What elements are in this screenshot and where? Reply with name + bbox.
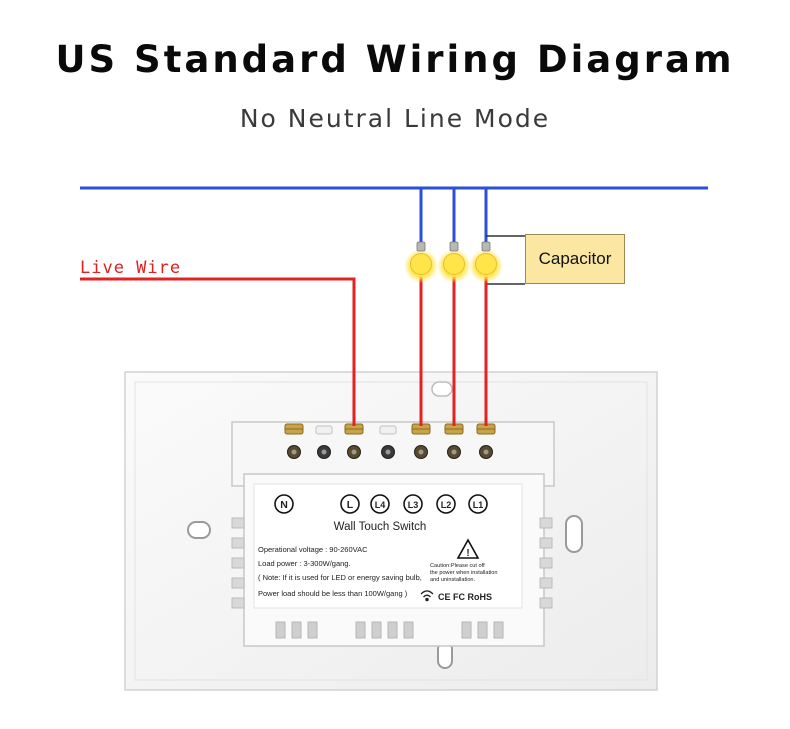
diagram-title: US Standard Wiring Diagram (55, 38, 735, 81)
switch-label: N L L4 L3 L2 L1 Wall Touch Switch Operational… (258, 494, 497, 602)
caution-line-1: Caution:Please cut off (430, 563, 485, 569)
spec-note-1: ( Note: If it is used for LED or energy … (258, 573, 422, 582)
terminal-screw (315, 425, 333, 459)
switch-module (231, 421, 555, 647)
terminal-screw (476, 423, 496, 459)
mounting-slot-top (431, 381, 453, 397)
caution-line-3: and uninstallation. (430, 577, 476, 583)
terminal-badge-l2: L2 (436, 494, 456, 514)
terminal-label: L (347, 499, 354, 511)
caution-line-2: the power when installation (430, 570, 497, 576)
terminal-label: L2 (441, 500, 452, 510)
neutral-wiring (80, 186, 708, 244)
terminal-screw (284, 423, 304, 459)
cert-marks: CE FC RoHS (438, 592, 492, 602)
bulb-2 (437, 241, 471, 283)
live-wiring (80, 270, 488, 426)
capacitor-label: Capacitor (538, 249, 612, 268)
svg-text:!: ! (466, 548, 469, 559)
terminal-label: N (280, 499, 288, 511)
live-wire-label: Live Wire (80, 258, 182, 278)
terminal-label: L1 (473, 500, 484, 510)
terminal-screw (379, 425, 397, 459)
spec-note-2: Power load should be less than 100W/gang… (258, 589, 408, 598)
terminal-badge-l3: L3 (403, 494, 423, 514)
bulb-1 (404, 241, 438, 283)
terminal-label: L3 (408, 500, 419, 510)
terminal-badge-n: N (274, 494, 294, 514)
light-bulbs (404, 241, 503, 283)
terminal-screw (444, 423, 464, 459)
switch-name: Wall Touch Switch (334, 521, 427, 533)
bulb-3 (469, 241, 503, 283)
terminal-badge-l: L (340, 494, 360, 514)
terminal-screw (411, 423, 431, 459)
terminal-badge-l4: L4 (370, 494, 390, 514)
terminal-label: L4 (375, 500, 386, 510)
wifi-icon (420, 590, 434, 602)
terminal-badge-l1: L1 (468, 494, 488, 514)
capacitor-leads (486, 235, 525, 285)
spec-load: Load power : 3-300W/gang. (258, 559, 351, 568)
mounting-slot-right (565, 515, 583, 553)
diagram-subtitle: No Neutral Line Mode (239, 104, 551, 133)
spec-voltage: Operational voltage : 90-260VAC (258, 545, 368, 554)
mounting-slot-left (187, 521, 211, 539)
capacitor-box: Capacitor (525, 234, 625, 284)
warning-icon (456, 538, 480, 559)
terminal-screw (344, 423, 364, 459)
